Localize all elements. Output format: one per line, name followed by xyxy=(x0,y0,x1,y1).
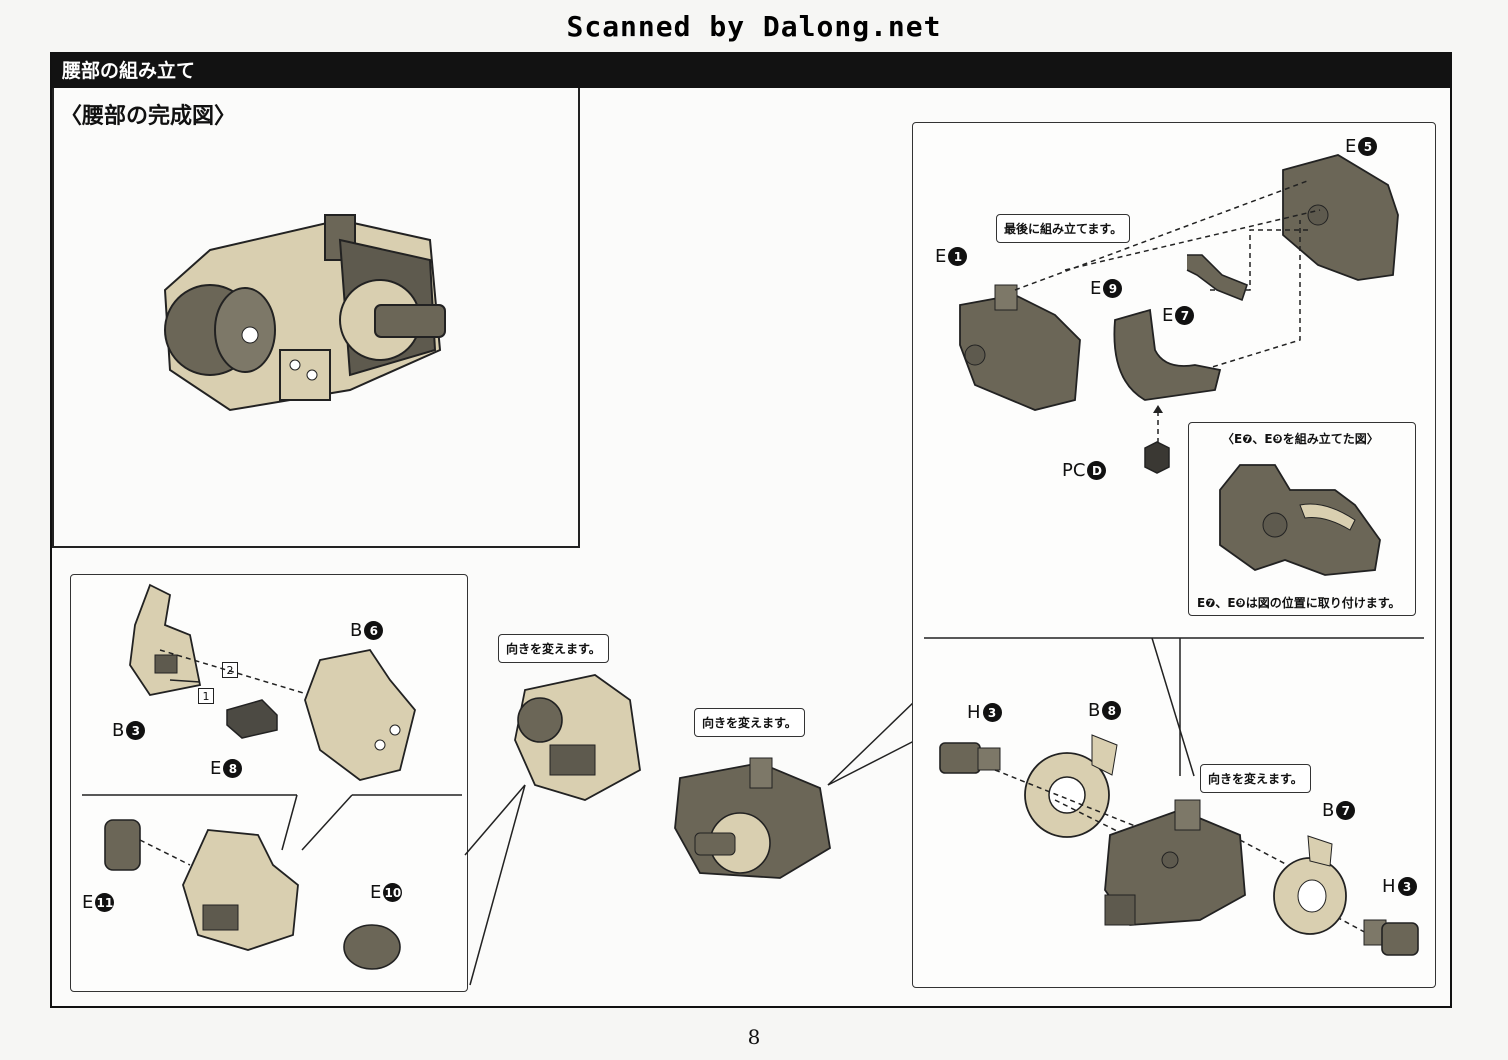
badge-b6: 6 xyxy=(364,621,384,640)
label-b6-letter: B xyxy=(350,620,363,641)
part-h3-right-illustration xyxy=(1363,919,1419,956)
scan-watermark: Scanned by Dalong.net xyxy=(566,10,942,43)
part-h3-left-illustration xyxy=(939,742,1001,774)
badge-e1: 1 xyxy=(948,247,968,266)
part-e10-illustration xyxy=(343,924,401,970)
part-b6-illustration xyxy=(304,648,416,781)
part-e5-illustration xyxy=(1282,154,1399,281)
label-h3-left-letter: H xyxy=(967,702,981,723)
label-e10-letter: E xyxy=(370,882,382,903)
part-e1-illustration xyxy=(959,284,1081,411)
badge-h3-left: 3 xyxy=(982,703,1002,722)
badge-e10: 10 xyxy=(383,883,403,902)
part-b7-illustration xyxy=(1273,835,1347,935)
badge-b7: 7 xyxy=(1336,801,1356,820)
part-e8-illustration xyxy=(226,699,278,739)
label-e8-letter: E xyxy=(210,758,222,779)
label-h3-right-letter: H xyxy=(1382,876,1396,897)
assembly-arrow-e11 xyxy=(139,839,191,866)
badge-e11: 11 xyxy=(95,893,115,912)
label-b3-letter: B xyxy=(112,720,125,741)
badge-b3: 3 xyxy=(126,721,146,740)
badge-pcd: D xyxy=(1087,461,1107,480)
subassembly-b3-b6-illustration xyxy=(182,829,299,951)
middle-step-illustration-1 xyxy=(514,674,641,801)
label-b8-letter: B xyxy=(1088,700,1101,721)
completed-waist-illustration xyxy=(163,214,446,412)
divider-line-right xyxy=(924,637,1424,777)
inset-note: E❼、E❾は図の位置に取り付けます。 xyxy=(1197,596,1401,610)
label-pcd-letter: PC xyxy=(1062,460,1086,481)
completed-view-panel xyxy=(52,88,580,548)
part-b3-illustration xyxy=(129,583,202,697)
part-e9-illustration xyxy=(1113,308,1222,401)
speech-bubble-turn-1: 向きを変えます。 xyxy=(498,634,609,663)
badge-h3-right: 3 xyxy=(1397,877,1417,896)
divider-line-left xyxy=(82,794,462,851)
completed-view-title: 〈腰部の完成図〉 xyxy=(60,104,237,129)
part-pcd-illustration xyxy=(1144,441,1170,474)
label-e1-letter: E xyxy=(935,246,947,267)
speech-bubble-last-assemble: 最後に組み立てます。 xyxy=(996,214,1131,243)
bottom-right-main-illustration xyxy=(1104,799,1246,926)
badge-e7: 7 xyxy=(1175,306,1195,325)
label-b7-letter: B xyxy=(1322,800,1335,821)
section-header: 腰部の組み立て xyxy=(52,54,1450,88)
badge-e5: 5 xyxy=(1358,137,1378,156)
label-e9-letter: E xyxy=(1090,278,1102,299)
badge-e8: 8 xyxy=(223,759,243,778)
badge-e9: 9 xyxy=(1103,279,1123,298)
assembly-arrow-pcd xyxy=(1153,405,1163,443)
middle-step-illustration-2 xyxy=(674,757,831,879)
badge-b8: 8 xyxy=(1102,701,1122,720)
speech-bubble-turn-3: 向きを変えます。 xyxy=(1200,764,1311,793)
speech-bubble-turn-2: 向きを変えます。 xyxy=(694,708,805,737)
label-e7-letter: E xyxy=(1162,305,1174,326)
step-number-2: 2 xyxy=(222,662,238,678)
inset-illustration xyxy=(1219,464,1381,576)
zoom-callout-lines-middle xyxy=(464,784,526,986)
label-e11-letter: E xyxy=(82,892,94,913)
assembly-arrow-1 xyxy=(159,649,311,696)
zoom-callout-lines-right xyxy=(827,699,917,786)
part-e7-illustration xyxy=(1186,254,1248,302)
part-e11-illustration xyxy=(104,819,141,871)
label-e5-letter: E xyxy=(1345,136,1357,157)
inset-title: 〈E❼、E❾を組み立てた図〉 xyxy=(1222,432,1379,446)
page-number: 8 xyxy=(747,1025,761,1049)
step-number-1: 1 xyxy=(198,688,214,704)
